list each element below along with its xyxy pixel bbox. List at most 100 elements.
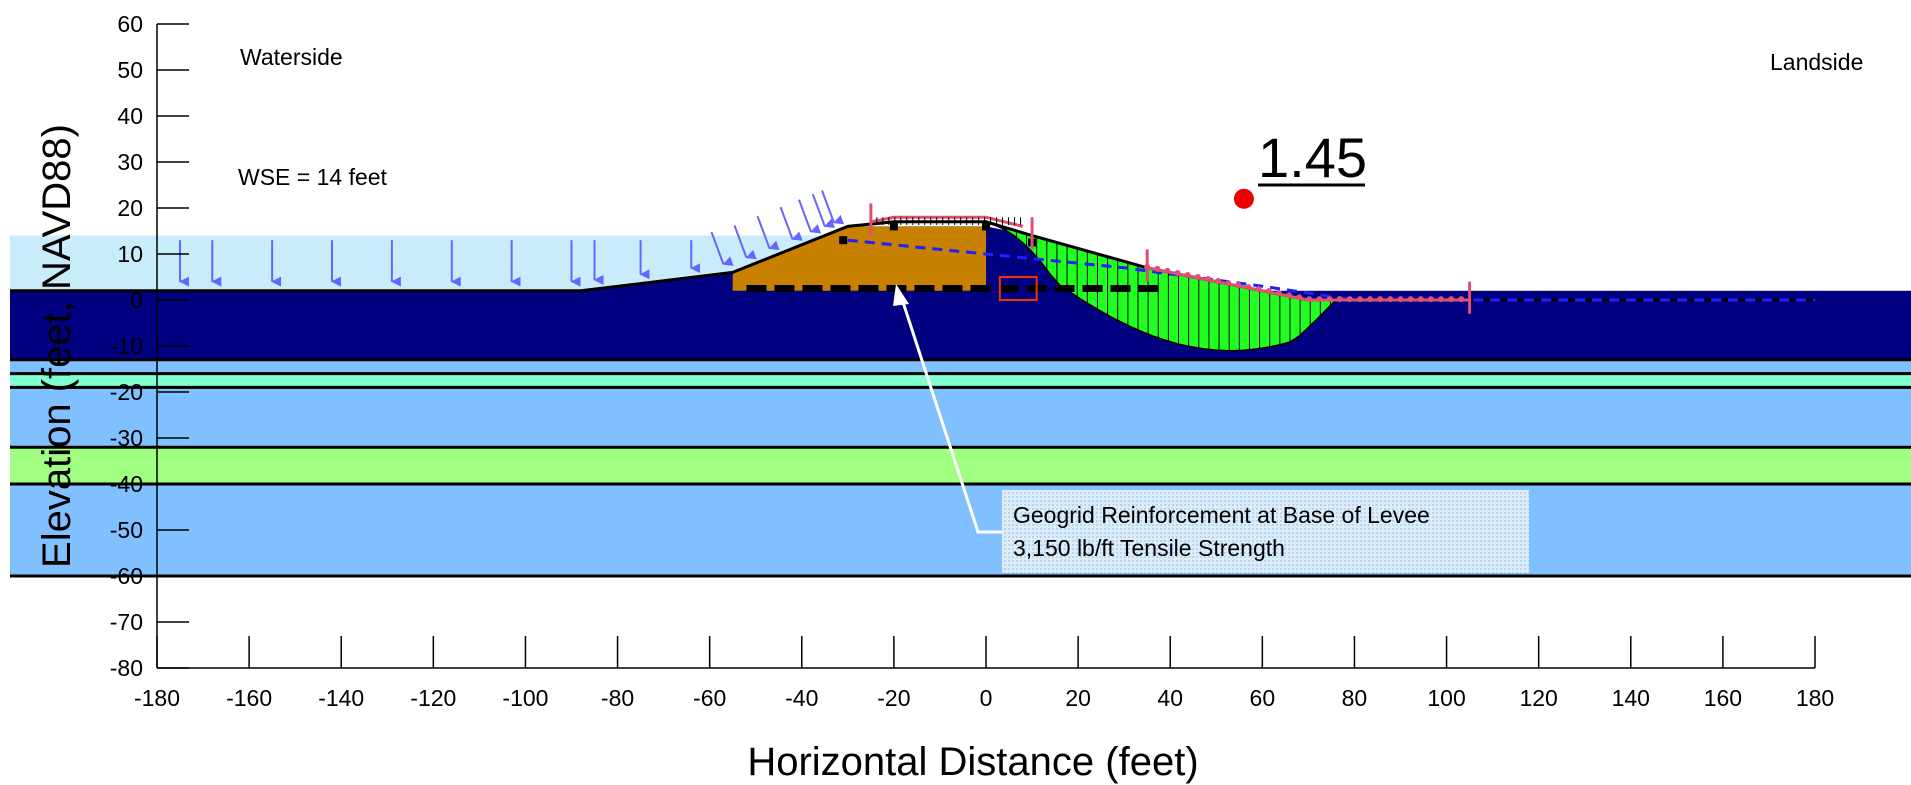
y-tick-label: 60 — [117, 11, 143, 37]
load-node — [1356, 296, 1363, 303]
load-node — [1367, 296, 1374, 303]
load-node — [1326, 296, 1333, 303]
y-tick-label: 0 — [130, 287, 143, 313]
load-node — [1316, 296, 1323, 303]
x-tick-label: -160 — [226, 685, 272, 711]
x-tick-label: 20 — [1065, 685, 1091, 711]
load-node — [1204, 276, 1211, 283]
load-node — [1336, 296, 1343, 303]
load-node — [1296, 294, 1303, 301]
x-tick-label: 120 — [1519, 685, 1557, 711]
soil-layer — [10, 387, 1911, 448]
pressure-arrow — [756, 215, 780, 251]
landside-label: Landside — [1770, 49, 1863, 75]
x-tick-label: -60 — [693, 685, 726, 711]
x-tick-label: 40 — [1157, 685, 1183, 711]
load-node — [1174, 269, 1181, 276]
x-tick-label: -140 — [318, 685, 364, 711]
x-tick-label: -120 — [410, 685, 456, 711]
load-node — [1154, 265, 1161, 272]
load-node — [1407, 296, 1414, 303]
x-axis-title: Horizontal Distance (feet) — [747, 740, 1198, 784]
wse-label: WSE = 14 feet — [238, 164, 388, 190]
factor-of-safety: 1.45 — [1258, 126, 1367, 189]
y-tick-label: 10 — [117, 241, 143, 267]
load-node — [1164, 267, 1171, 274]
x-tick-label: -180 — [134, 685, 180, 711]
pressure-arrow — [779, 206, 803, 241]
x-tick-label: 160 — [1704, 685, 1742, 711]
x-tick-label: 80 — [1342, 685, 1368, 711]
y-tick-label: 20 — [117, 195, 143, 221]
profile-vertex — [839, 236, 848, 245]
geogrid-callout-line1: Geogrid Reinforcement at Base of Levee — [1013, 502, 1430, 528]
geogrid-end-marker — [998, 276, 1038, 301]
y-tick-label: -60 — [110, 563, 143, 589]
load-node — [1215, 278, 1222, 285]
load-node — [1255, 286, 1262, 293]
pressure-arrow — [710, 231, 734, 266]
y-tick-label: -80 — [110, 655, 143, 681]
y-axis-title: Elevation (feet, NAVD88) — [35, 124, 79, 568]
y-tick-label: -30 — [110, 425, 143, 451]
y-tick-label: 30 — [117, 149, 143, 175]
pressure-arrow — [798, 199, 822, 234]
load-node — [1265, 288, 1272, 295]
geogrid-callout-box — [1002, 490, 1529, 573]
y-tick-label: -10 — [110, 333, 143, 359]
geogrid-callout: Geogrid Reinforcement at Base of Levee 3… — [893, 284, 1529, 573]
water-pressure-arrows — [179, 190, 845, 287]
x-tick-label: -40 — [785, 685, 818, 711]
profile-vertex — [982, 222, 990, 231]
y-tick-label: -50 — [110, 517, 143, 543]
geogrid-callout-line2: 3,150 lb/ft Tensile Strength — [1013, 535, 1285, 561]
load-node — [1458, 296, 1465, 303]
x-tick-label: 180 — [1796, 685, 1834, 711]
geogrid-callout-leader — [899, 295, 1002, 534]
load-node — [1306, 296, 1313, 303]
soil-layer-surface — [10, 226, 1911, 360]
surface-load-marks — [869, 203, 1472, 314]
x-tick-label: -80 — [601, 685, 634, 711]
x-tick-label: 0 — [980, 685, 993, 711]
load-node — [1438, 296, 1445, 303]
load-node — [1417, 296, 1424, 303]
levee-embankment — [732, 226, 986, 291]
pressure-arrow — [733, 225, 757, 260]
y-tick-label: 40 — [117, 103, 143, 129]
x-tick-label: -20 — [877, 685, 910, 711]
load-node — [1448, 296, 1455, 303]
load-node — [1275, 290, 1282, 297]
load-node — [1184, 271, 1191, 278]
y-tick-label: 50 — [117, 57, 143, 83]
y-tick-label: -20 — [110, 379, 143, 405]
levee-fill — [732, 226, 986, 291]
geogrid-callout-arrowhead — [893, 284, 909, 306]
x-tick-label: 140 — [1612, 685, 1650, 711]
x-tick-label: -100 — [502, 685, 548, 711]
pressure-arrow — [821, 190, 845, 225]
y-tick-label: -40 — [110, 471, 143, 497]
x-tick-label: 100 — [1427, 685, 1465, 711]
load-node — [1346, 296, 1353, 303]
axes: 6050403020100-10-20-30-40-50-60-70-80-18… — [110, 11, 1834, 711]
profile-vertex — [889, 222, 898, 231]
x-tick-label: 60 — [1250, 685, 1276, 711]
slip-circle-center — [1233, 188, 1254, 209]
soil-layer — [10, 373, 1911, 388]
load-node — [1387, 296, 1394, 303]
load-node — [1427, 296, 1434, 303]
load-node — [1377, 296, 1384, 303]
load-node — [1235, 282, 1242, 289]
y-tick-label: -70 — [110, 609, 143, 635]
load-node — [1225, 280, 1232, 287]
pressure-arrow — [811, 193, 835, 228]
soil-layer — [10, 359, 1911, 374]
load-node — [1397, 296, 1404, 303]
waterside-label: Waterside — [240, 44, 343, 70]
soil-layer — [10, 484, 1911, 576]
load-node — [1194, 274, 1201, 280]
load-node — [1245, 284, 1252, 291]
load-node — [1286, 292, 1293, 299]
